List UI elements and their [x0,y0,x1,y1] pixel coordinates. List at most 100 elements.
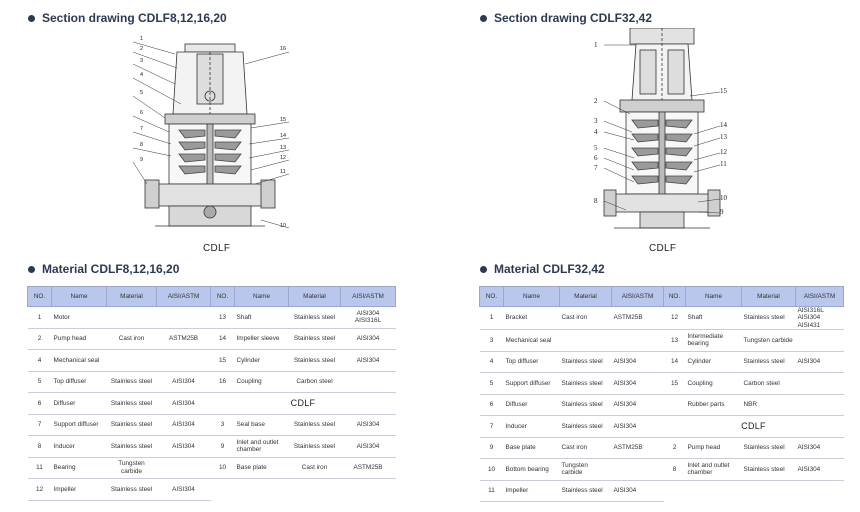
table-cell: 10 [479,458,504,481]
table-cell [795,372,844,395]
table-row: 3 Mechanical seal 13 Intermediate bearin… [479,329,844,352]
table-cell: AISI304 [340,328,396,350]
table-cell: 5 [479,372,504,395]
table-cell: Impeller sleeve [234,328,289,350]
callout-label: 6 [140,110,144,116]
table-cell: Pump head [51,328,107,350]
table-cell: Stainless steel [741,458,796,481]
table-cell: AISI304 [340,435,396,458]
table-cell: 8 [663,458,686,481]
header-cell: Name [685,286,742,307]
table-row: 2 Pump head Cast iron ASTM25B 14 Impelle… [27,328,396,350]
right-material-title: Material CDLF32,42 [480,262,605,276]
table-cell: 6 [479,394,504,417]
callout-label: 8 [140,142,144,148]
table-cell: 4 [479,351,504,374]
callout-label: 3 [594,117,598,125]
right-callout-leaders-right [690,91,721,214]
table-cell: Bottom bearing [503,458,560,481]
table-cell: Diffuser [51,392,107,415]
table-cell: Mechanical seal [51,349,107,372]
table-cell [340,371,396,393]
table-cell [611,329,664,352]
callout-label: 5 [594,144,598,152]
table-cell: 12 [663,306,686,331]
right-drawing-title: Section drawing CDLF32,42 [480,11,652,25]
header-cell: AISI/ASTM [156,286,211,307]
table-cell [235,479,289,501]
table-cell: 8 [27,435,52,458]
table-cell: Coupling [685,372,742,395]
table-cell: Stainless steel [741,306,796,331]
table-cell: Carbon steel [741,372,796,395]
callout-label: 4 [140,72,144,78]
callout-label: 3 [140,58,144,64]
table-cell [211,479,235,501]
table-cell: Stainless steel [288,349,341,372]
table-cell: Stainless steel [106,392,157,415]
table-cell: Tungsten carbide [106,457,157,479]
table-cell [156,306,211,329]
table-cell: 9 [210,435,235,458]
table-cell: AISI316L AISI304 AISI431 [795,306,844,331]
table-cell: 11 [479,480,504,503]
callout-label: 9 [720,208,724,216]
table-cell: Pump head [685,437,742,460]
table-cell: AISI304 [156,414,211,436]
table-cell: Inlet and outlet chamber [234,435,289,458]
table-cell: 14 [663,351,686,374]
table-cell: AISI304 [156,435,211,458]
table-cell: Stainless steel [288,435,341,458]
right-section-drawing [600,28,725,238]
table-cell: Seal base [234,414,289,436]
table-cell: AISI304 [340,414,396,436]
header-cell: NO. [210,286,235,307]
table-header-row: NO. Name Material AISI/ASTM NO. Name Mat… [27,286,396,307]
table-row: 1 Motor 13 Shaft Stainless steel AISI304… [27,306,396,329]
table-cell: Inlet and outlet chamber [685,458,742,481]
table-row: 6 Diffuser Stainless steel AISI304 Rubbe… [479,394,844,417]
bullet-icon [28,14,35,22]
callout-label: 12 [720,148,727,156]
table-cell: Cast iron [559,437,612,460]
callout-label: 16 [280,46,287,52]
table-cell: Inducer [51,435,107,458]
table-cell: Cylinder [685,351,742,374]
table-cell: Support diffuser [503,372,560,395]
table-row: 6 Diffuser Stainless steel AISI304 CDLF [27,392,396,415]
callout-label: 10 [280,223,287,229]
left-drawing-caption: CDLF [203,243,231,254]
callout-label: 15 [720,87,727,95]
table-cell: AISI304 [611,394,664,417]
callout-label: 15 [280,117,287,123]
table-cell: ASTM25B [611,306,664,331]
header-cell: AISI/ASTM [795,286,844,307]
table-row: 1 Bracket Cast iron ASTM25B 12 Shaft Sta… [479,306,844,331]
table-cell: 12 [27,478,52,501]
left-drawing-title-text: Section drawing CDLF8,12,16,20 [42,11,227,25]
table-cell: Inducer [503,415,560,438]
bullet-icon [28,265,35,273]
table-cell: Top diffuser [51,371,107,393]
table-cell: Stainless steel [106,414,157,436]
table-cell: Impeller [503,480,560,503]
header-cell: AISI/ASTM [611,286,664,307]
table-cell: AISI304 [156,392,211,415]
table-cell: AISI304 [611,480,664,503]
callout-label: 14 [720,121,727,129]
table-cell: 14 [210,328,235,350]
table-row: 4 Mechanical seal 15 Cylinder Stainless … [27,349,396,372]
right-drawing-title-text: Section drawing CDLF32,42 [494,11,653,25]
callout-label: 13 [720,133,727,141]
header-cell: Name [234,286,289,307]
table-cell: Mechanical seal [503,329,560,352]
table-cell [106,306,157,329]
table-row: 11 Impeller Stainless steel AISI304 [479,480,844,503]
table-cell: Coupling [234,371,289,393]
header-cell: AISI/ASTM [340,286,396,307]
table-cell [686,480,742,502]
table-cell [156,349,211,372]
right-drawing-caption: CDLF [649,243,677,254]
table-row: 8 Inducer Stainless steel AISI304 9 Inle… [27,435,396,458]
left-section-drawing [132,34,295,239]
